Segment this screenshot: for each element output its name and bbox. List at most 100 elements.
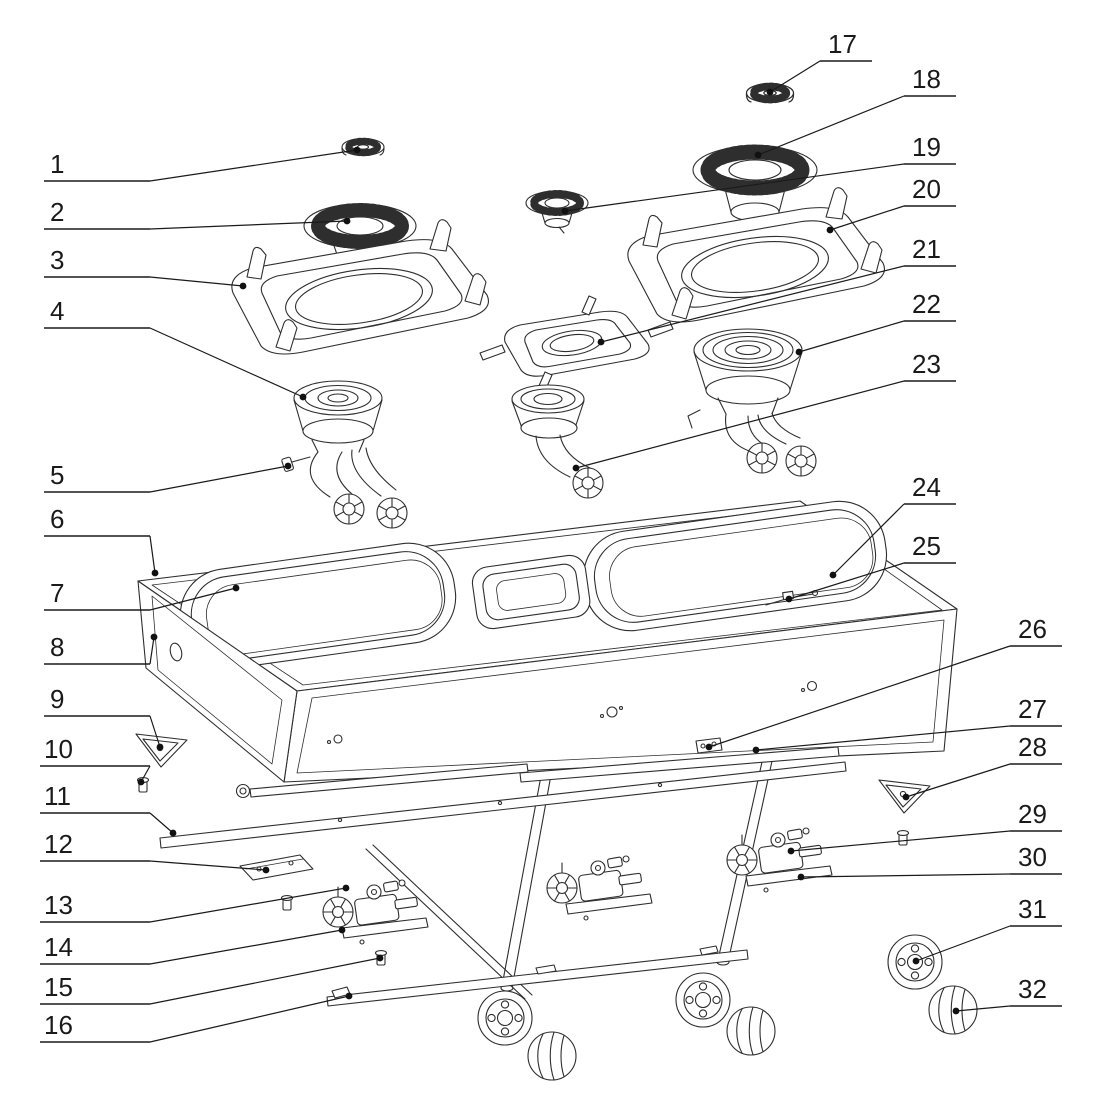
- leader-dot: [912, 957, 920, 965]
- leader-line: [915, 925, 1011, 962]
- leader-dot: [795, 348, 803, 356]
- callout-number: 4: [50, 296, 64, 326]
- venturi-inlet-right-2: [785, 445, 817, 477]
- callout-5: 5: [44, 460, 292, 493]
- leader-line: [829, 205, 905, 231]
- callout-number: 16: [44, 1010, 73, 1040]
- callout-32: 32: [952, 974, 1062, 1015]
- leader-dot: [754, 151, 762, 159]
- leader-dot: [561, 207, 569, 215]
- leader-line: [788, 562, 905, 600]
- callout-15: 15: [40, 954, 384, 1005]
- drawing-layer: [135, 82, 978, 1081]
- leader-dot: [705, 743, 713, 751]
- flame-spreader-left: [303, 203, 417, 269]
- leader-line: [149, 812, 174, 834]
- leader-line: [149, 220, 348, 230]
- flame-spreader-right: [692, 144, 818, 222]
- callout-number: 19: [912, 132, 941, 162]
- leg-left-diagonal: [365, 844, 533, 1000]
- callout-9: 9: [44, 684, 164, 751]
- callout-26: 26: [705, 614, 1062, 751]
- leader-dot: [239, 282, 247, 290]
- callout-12: 12: [40, 829, 270, 874]
- leader-dot: [284, 462, 292, 470]
- callout-20: 20: [826, 174, 956, 234]
- leader-dot: [299, 393, 307, 401]
- foot-disc-left: [477, 990, 533, 1046]
- side-panel: [137, 580, 298, 783]
- valve-assembly-right: [726, 827, 833, 893]
- callout-17: 17: [766, 29, 872, 96]
- callout-number: 30: [1018, 842, 1047, 872]
- leader-dot: [343, 217, 351, 225]
- callout-number: 3: [50, 245, 64, 275]
- callout-number: 9: [50, 684, 64, 714]
- leader-line: [149, 929, 343, 965]
- callout-number: 28: [1018, 732, 1047, 762]
- leader-dot: [572, 464, 580, 472]
- leader-dot: [752, 746, 760, 754]
- pan-support-center: [479, 295, 674, 392]
- front-rail: [159, 761, 847, 849]
- leader-line: [149, 957, 381, 1005]
- stove-top-body: [137, 500, 958, 783]
- leader-line: [564, 163, 905, 212]
- callout-4: 4: [44, 296, 307, 401]
- leader-line: [708, 645, 1011, 748]
- callout-number: 21: [912, 234, 941, 264]
- callout-number: 8: [50, 632, 64, 662]
- callout-27: 27: [752, 694, 1062, 754]
- mounting-plate: [239, 854, 314, 881]
- leader-dot: [353, 146, 361, 154]
- callout-number: 11: [44, 781, 71, 811]
- leader-line: [149, 587, 237, 611]
- leader-dot: [150, 633, 158, 641]
- venturi-inlet-right-1: [746, 442, 778, 474]
- leader-dot: [597, 338, 605, 346]
- callout-8: 8: [44, 632, 158, 665]
- corner-bracket-left: [135, 733, 188, 768]
- leader-dot: [169, 829, 177, 837]
- leader-dot: [797, 873, 805, 881]
- callout-number: 6: [50, 504, 64, 534]
- callout-number: 1: [50, 149, 64, 179]
- callout-number: 31: [1018, 894, 1047, 924]
- callout-number: 27: [1018, 694, 1047, 724]
- grommet: [235, 783, 251, 799]
- side-panel-slot: [169, 642, 183, 662]
- right-burner-opening: [582, 500, 888, 632]
- leader-dot: [829, 571, 837, 579]
- callout-19: 19: [561, 132, 956, 215]
- callout-number: 17: [828, 29, 857, 59]
- leader-dot: [156, 743, 164, 751]
- leader-dot: [376, 954, 384, 962]
- callout-21: 21: [597, 234, 956, 346]
- callout-number: 18: [912, 64, 941, 94]
- leader-line: [149, 149, 358, 182]
- leader-dot: [137, 778, 145, 786]
- leader-line: [955, 1005, 1011, 1012]
- leader-dot: [826, 226, 834, 234]
- leader-dot: [342, 884, 350, 892]
- leader-line: [755, 725, 1011, 751]
- leader-dot: [787, 847, 795, 855]
- screw-right: [896, 830, 910, 846]
- callout-number: 24: [912, 472, 941, 502]
- leader-dot: [262, 866, 270, 874]
- callout-number: 2: [50, 197, 64, 227]
- leader-line: [149, 636, 155, 665]
- callout-2: 2: [44, 197, 351, 230]
- foot-disc-center: [675, 972, 731, 1028]
- callout-14: 14: [40, 926, 346, 965]
- callout-number: 7: [50, 578, 64, 608]
- callout-7: 7: [44, 578, 240, 611]
- callout-number: 32: [1018, 974, 1047, 1004]
- callout-24: 24: [829, 472, 956, 579]
- leader-dot: [766, 88, 774, 96]
- callout-number: 5: [50, 460, 64, 490]
- leader-line: [757, 95, 905, 156]
- leader-line: [149, 327, 304, 398]
- callout-30: 30: [797, 842, 1062, 881]
